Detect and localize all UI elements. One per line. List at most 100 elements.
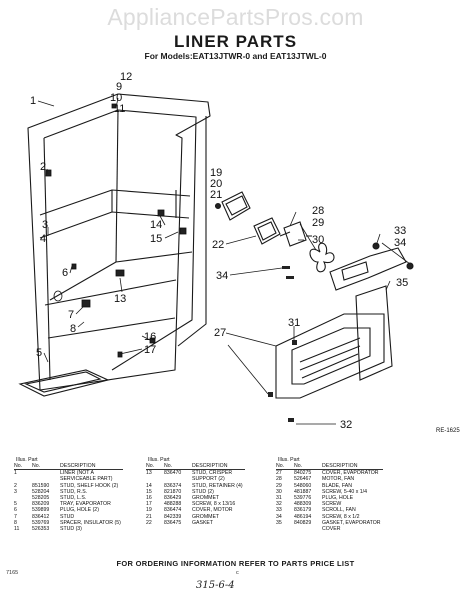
cell-description: SERVICEABLE PART)	[60, 476, 113, 483]
liner-front-frame	[27, 93, 211, 391]
cell-illus-no: 6	[14, 507, 17, 514]
cell-illus-no: 33	[276, 507, 282, 514]
cell-description: PLUG, HOLE	[322, 495, 354, 502]
cell-description: BLADE, FAN	[322, 482, 352, 489]
cell-description: COVER	[322, 526, 341, 533]
cell-description: LINER (NOT A	[60, 470, 94, 477]
cell-illus-no: 5	[14, 501, 17, 508]
fan-scroll	[329, 247, 407, 291]
cell-description: SUPPORT (2)	[192, 476, 225, 483]
table-row: 5 836209 TRAY, EVAPORATOR	[14, 501, 123, 507]
cell-illus-no: 7	[14, 513, 17, 520]
cell-illus-no: 30	[276, 488, 282, 495]
cell-illus-no: 29	[276, 482, 282, 489]
hole-plug	[53, 290, 63, 302]
cell-part-no: 526353	[32, 526, 50, 533]
cell-description: GROMMET	[192, 513, 220, 520]
cell-part-no: 851590	[32, 482, 50, 489]
cell-part-no: 836474	[164, 507, 182, 514]
hdr-description: DESCRIPTION	[60, 463, 123, 471]
callout-8: 8	[70, 323, 76, 335]
cell-part-no: 539776	[294, 495, 312, 502]
cell-part-no: 836209	[32, 501, 50, 508]
cell-part-no: 528204	[32, 488, 50, 495]
page-title: LINER PARTS	[173, 32, 298, 51]
table-row: SERVICEABLE PART)	[14, 476, 123, 482]
liner-back-wall	[43, 109, 197, 371]
cell-description: GASKET	[192, 519, 214, 526]
ordering-footer: FOR ORDERING INFORMATION REFER TO PARTS …	[116, 559, 355, 568]
callout-34: 34	[216, 270, 228, 282]
hdr-part-no: No.	[32, 463, 60, 471]
table-row: 8 539769 SPACER, INSULATOR (5)	[14, 520, 123, 526]
cell-description: STUD, CRISPER	[192, 470, 233, 477]
hdr-no: No.	[276, 463, 294, 471]
table-col1-illus-header: Illus. Part	[16, 457, 38, 463]
callout-4: 4	[40, 233, 46, 245]
hdr-description: DESCRIPTION	[192, 463, 245, 471]
callout-30: 30	[312, 234, 324, 246]
callout-5: 5	[36, 347, 42, 359]
cell-illus-no: 17	[146, 501, 152, 508]
cell-description: COVER, EVAPORATOR	[322, 470, 379, 477]
cell-illus-no: 8	[14, 519, 17, 526]
callout-13: 13	[114, 293, 126, 305]
cell-illus-no: 2	[14, 482, 17, 489]
callout-3: 3	[42, 219, 48, 231]
callout-17: 17	[144, 344, 156, 356]
table-header-row: No.No.DESCRIPTION	[14, 463, 123, 471]
callout-16: 16	[144, 331, 156, 343]
evaporator-tray	[18, 369, 110, 397]
cell-illus-no: 32	[276, 501, 282, 508]
cell-part-no: 539769	[32, 519, 50, 526]
table-row: 30 481887 SCREW, 5-40 x 1/4	[276, 489, 383, 495]
cell-part-no: 548060	[294, 482, 312, 489]
hdr-part-no: No.	[164, 463, 192, 471]
cell-description: STUD, SHELF HOOK (2)	[60, 482, 119, 489]
liner-exploded-diagram: 1 2 3 4 5 6 7 8 9 10 11 12 13 14 15 16 1…	[18, 71, 460, 434]
cell-description: STUD, L.S.	[60, 495, 87, 502]
callout-15: 15	[150, 233, 162, 245]
callout-31: 31	[288, 317, 300, 329]
table-row: COVER	[276, 526, 383, 532]
table-row: 6 539899 PLUG, HOLE (2)	[14, 507, 123, 513]
diagram-ref: RE-1625	[436, 428, 460, 434]
fan-blade	[309, 242, 335, 273]
cell-description: PLUG, HOLE (2)	[60, 507, 99, 514]
cell-illus-no: 3	[14, 488, 17, 495]
cell-illus-no: 35	[276, 519, 282, 526]
callout-27: 27	[214, 327, 226, 339]
callout-20: 20	[210, 178, 222, 190]
cell-part-no: 539899	[32, 507, 50, 514]
callout-32: 32	[340, 419, 352, 431]
cell-description: SPACER, INSULATOR (5)	[60, 519, 121, 526]
cell-part-no	[294, 526, 322, 532]
cell-part-no: 821870	[164, 488, 182, 495]
cell-illus-no: 15	[146, 488, 152, 495]
cell-part-no: 840829	[294, 519, 312, 526]
cell-description: STUD, R.S.	[60, 488, 88, 495]
cell-part-no: 528205	[32, 495, 50, 502]
cell-description: SCREW, 5-40 x 1/4	[322, 488, 367, 495]
cell-part-no: 488288	[164, 501, 182, 508]
cell-description: SCREW, 8 x 1/2	[322, 513, 360, 520]
cell-description: TRAY, EVAPORATOR	[60, 501, 111, 508]
cell-part-no: 481887	[294, 488, 312, 495]
cell-description: STUD (2)	[192, 488, 214, 495]
cell-part-no: 836470	[164, 470, 182, 477]
table-row: 15 821870 STUD (2)	[146, 489, 245, 495]
watermark: AppliancePartsPros.com	[107, 4, 364, 30]
